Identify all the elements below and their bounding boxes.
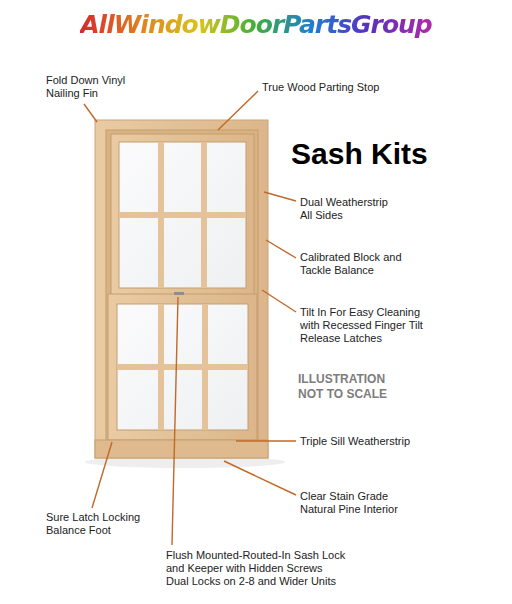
leader-line xyxy=(266,240,296,258)
part-label: Tilt In For Easy Cleaning with Recessed … xyxy=(300,306,440,345)
window-frame xyxy=(95,120,268,458)
window-sill xyxy=(95,440,268,458)
lower-glass xyxy=(117,304,248,430)
logo-text: AllWindowDoorPartsGroup xyxy=(80,8,432,42)
part-label: Sure Latch Locking Balance Foot xyxy=(46,511,156,537)
leader-line xyxy=(236,440,296,441)
title-text: Sash Kits xyxy=(291,137,428,171)
leader-line xyxy=(84,104,97,122)
leader-line xyxy=(262,290,296,312)
grille-bar xyxy=(117,364,248,370)
grille-bar xyxy=(119,212,246,218)
part-label: True Wood Parting Stop xyxy=(262,81,412,94)
part-label: Dual Locks on 2-8 and Wider Units xyxy=(166,575,386,588)
frame-jamb xyxy=(106,130,258,442)
sash-lock xyxy=(174,292,184,295)
leader-line xyxy=(172,297,178,545)
scale-note: ILLUSTRATION NOT TO SCALE xyxy=(298,372,394,402)
part-label: Calibrated Block and Tackle Balance xyxy=(300,251,416,277)
part-label: Dual Weatherstrip All Sides xyxy=(300,196,400,222)
leader-line xyxy=(264,192,296,201)
lower-sash xyxy=(108,294,257,440)
part-label: Flush Mounted-Routed-In Sash Lock and Ke… xyxy=(166,549,346,575)
leader-line xyxy=(224,461,296,495)
part-label: Clear Stain Grade Natural Pine Interior xyxy=(300,490,416,516)
leader-line xyxy=(218,91,258,130)
leader-line xyxy=(92,442,112,508)
part-label: Triple Sill Weatherstrip xyxy=(300,435,460,448)
part-label: Fold Down Vinyl Nailing Fin xyxy=(46,74,142,100)
upper-glass xyxy=(119,142,246,288)
upper-sash xyxy=(111,134,254,298)
